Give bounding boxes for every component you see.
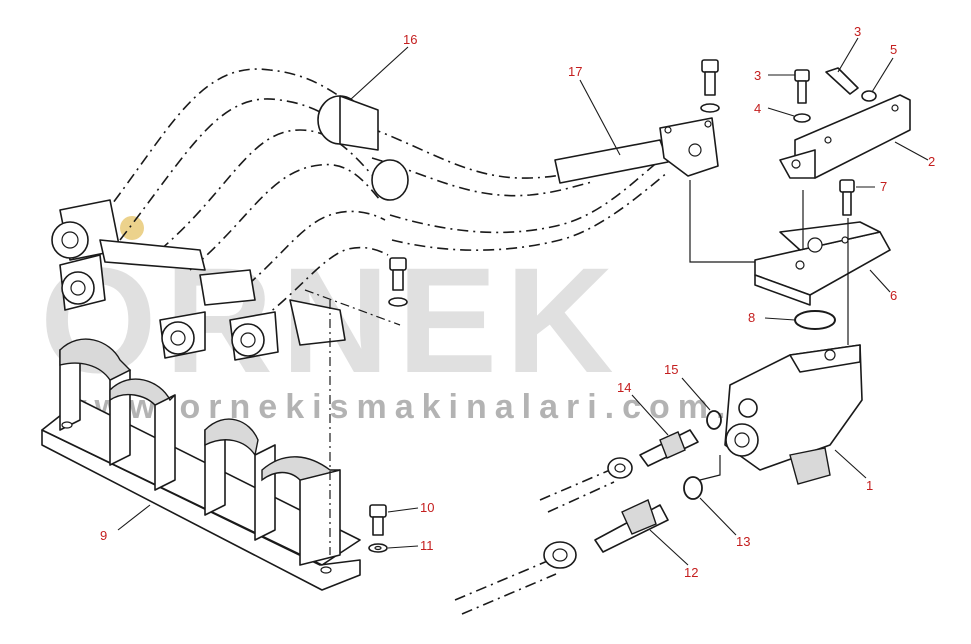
- fitting-part-12: [594, 499, 669, 553]
- callout-3-top: 3: [854, 24, 861, 39]
- assembly-guide-lines: [304, 180, 849, 555]
- bracket-base-part-9: [41, 338, 361, 591]
- callout-2: 2: [928, 154, 935, 169]
- watermark-logo-dot: [120, 216, 144, 240]
- bracket-part-2: [779, 94, 911, 179]
- watermark-url: www.ornekismakinalari.com.tr: [59, 388, 774, 426]
- o-rings-part-13-15: [683, 410, 722, 500]
- callout-9: 9: [100, 528, 107, 543]
- bolt-washer-center: [388, 257, 408, 307]
- callout-10: 10: [420, 500, 434, 515]
- bolt-washer-parts-10-11: [368, 504, 388, 553]
- bolt-part-7: [839, 179, 855, 216]
- pipe-part-17: [554, 117, 719, 184]
- callout-1: 1: [866, 478, 873, 493]
- fitting-part-14: [639, 429, 699, 467]
- callout-11: 11: [420, 538, 434, 553]
- hose-assembly-part-16: [99, 68, 669, 321]
- callout-14: 14: [617, 380, 631, 395]
- callout-3: 3: [754, 68, 761, 83]
- watermark: ÖRNEK www.ornekismakinalari.com.tr: [40, 216, 774, 426]
- valve-part-1: [724, 344, 863, 485]
- callout-6: 6: [890, 288, 897, 303]
- callouts: 16 17 3 5 3 4 2 7 6 8 1 15 14 13 12 9 10…: [100, 24, 935, 580]
- callout-17: 17: [568, 64, 582, 79]
- plate-part-6: [754, 221, 891, 306]
- bolts-part-3-4-5: [793, 67, 877, 123]
- callout-12: 12: [684, 565, 698, 580]
- callout-5: 5: [890, 42, 897, 57]
- o-ring-part-8: [794, 310, 836, 330]
- callout-4: 4: [754, 101, 761, 116]
- hose-ends-lower: [454, 457, 633, 615]
- bolt-washer-top: [700, 59, 720, 113]
- callout-leaders: [117, 37, 929, 566]
- callout-7: 7: [880, 179, 887, 194]
- callout-13: 13: [736, 534, 750, 549]
- callout-16: 16: [403, 32, 417, 47]
- callout-8: 8: [748, 310, 755, 325]
- callout-15: 15: [664, 362, 678, 377]
- hose-fittings-left: [51, 199, 346, 361]
